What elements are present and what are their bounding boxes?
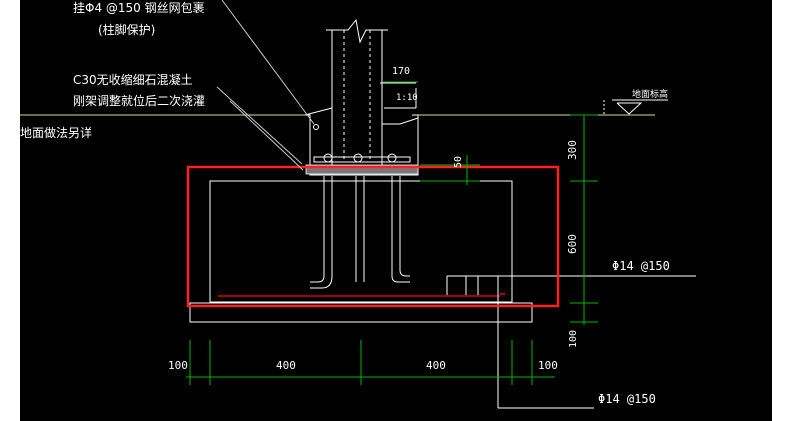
rebar-label-lower: Φ14 @150	[598, 392, 656, 406]
dim-300: 300	[566, 140, 579, 160]
dim-400-left: 400	[276, 359, 296, 372]
column-base-encasement	[304, 82, 419, 176]
drawing-background	[20, 0, 772, 421]
anchor-bolts	[310, 176, 410, 289]
dim-50: 50	[453, 156, 464, 168]
grout-note: C30无收缩细石混凝土	[73, 72, 193, 87]
rebar-leader-stubs	[446, 275, 696, 409]
note-leaders	[216, 0, 315, 171]
grout-layer	[305, 164, 419, 175]
steel-column	[326, 18, 388, 175]
dim-100-left: 100	[168, 359, 188, 372]
grout-subnote: 刚架调整就位后二次浇灌	[73, 93, 205, 108]
dim-slope: 1:10	[396, 93, 418, 103]
dim-100-right: 100	[538, 359, 558, 372]
dim-600: 600	[566, 234, 579, 254]
bottom-rebar	[218, 293, 505, 297]
dim-100-vertical: 100	[568, 330, 579, 348]
mesh-wrap-subnote: (柱脚保护)	[98, 22, 155, 37]
rebar-label-upper: Φ14 @150	[612, 259, 670, 273]
footing-outline	[189, 180, 533, 323]
highlight-box	[186, 165, 560, 308]
dim-170: 170	[392, 66, 410, 77]
ground-level-symbol	[603, 99, 668, 115]
floor-note: 地面做法另详	[20, 125, 92, 140]
mesh-wrap-note: 挂Φ4 @150 钢丝网包裹	[73, 0, 205, 15]
dimension-lines	[186, 81, 598, 385]
anchor-nuts	[313, 124, 397, 163]
dim-400-right: 400	[426, 359, 446, 372]
ground-level-label: 地面标高	[632, 88, 668, 100]
